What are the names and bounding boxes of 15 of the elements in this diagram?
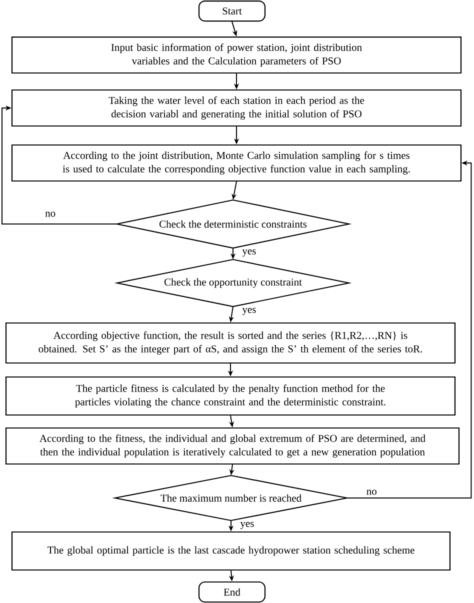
process-box: According objective function, the result is sorted and the series {R1,R2,…,RN} is obtained. Set S’ as the integer part of αS, and assign the S’ th element of the series toR. xyxy=(5,322,456,364)
edge-label: no xyxy=(366,490,376,495)
arrow xyxy=(2,105,118,224)
process-box: The particle fitness is calculated by the penalty function method for the particles violating the chance constraint and the deterministic constraint. xyxy=(5,376,456,416)
edge-label: yes xyxy=(240,522,254,530)
edge-label: no xyxy=(45,212,56,217)
edge-label: yes xyxy=(242,308,256,316)
process-box: Input basic information of power station, joint distribution variables and the Calculation parameters of PSO xyxy=(11,36,462,74)
process-box: According to the fitness, the individual and global extremum of PSO are determined, and then the individual population is iteratively calculated to get a new generation population xyxy=(5,427,460,465)
process-box: Taking the water level of each station in each period as the decision variabl and generating the initial solution of PSO xyxy=(11,89,462,127)
terminal-box: End xyxy=(198,581,266,603)
process-box: According to the joint distribution, Monte Carlo simulation sampling for s times is used to calculate the corresponding objective function value in each sampling. xyxy=(11,144,462,182)
edge-label: yes xyxy=(242,249,256,257)
process-box: The global optimal particle is the last cascade hydropower station scheduling scheme xyxy=(11,531,451,571)
terminal-box: Start xyxy=(198,0,266,22)
